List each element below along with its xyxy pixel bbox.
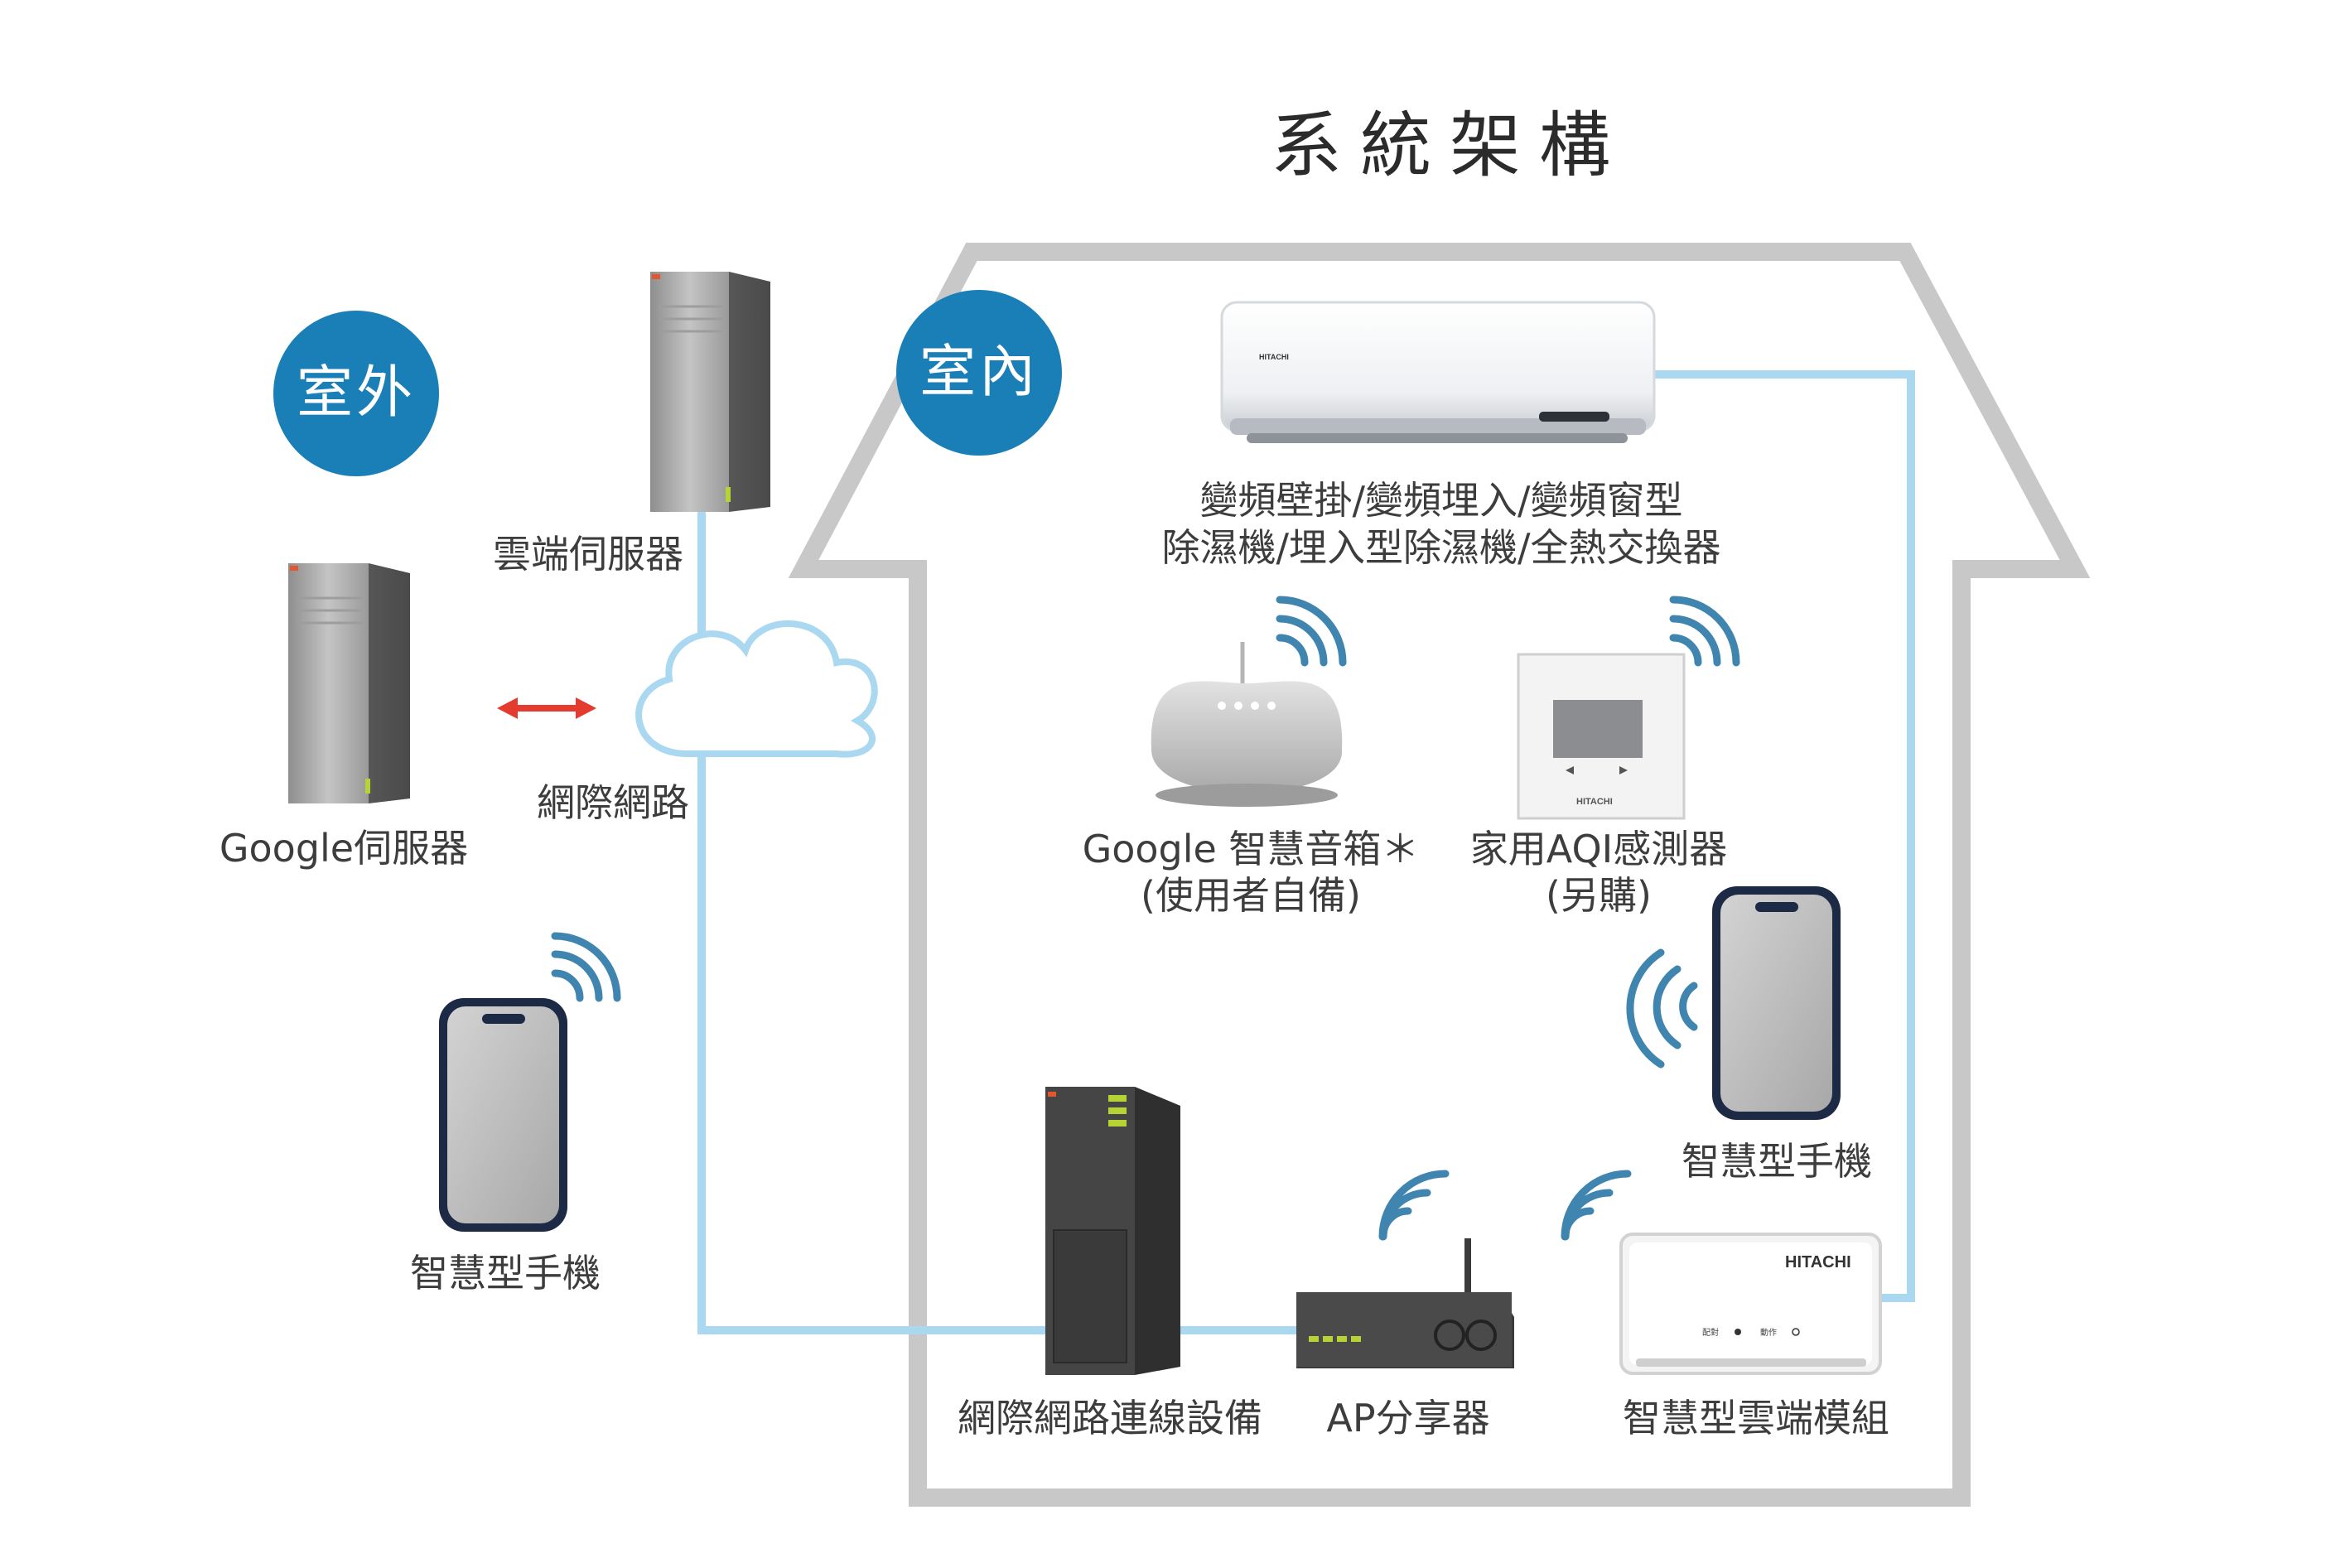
modem-icon (1045, 1087, 1180, 1375)
speaker-label-line-2: (使用者自備) (1141, 873, 1361, 918)
google-server-label: Google伺服器 (219, 826, 469, 871)
bidirectional-arrow-icon (497, 697, 596, 719)
cloud-module-label: 智慧型雲端模組 (1623, 1396, 1889, 1440)
outdoor-zone-badge: 室外 (273, 311, 439, 476)
indoor-phone-label: 智慧型手機 (1682, 1139, 1872, 1184)
aqi-label-line-2: (另購) (1546, 873, 1652, 918)
ac-label-line-2: 除濕機/埋入型除濕機/全熱交換器 (1161, 525, 1721, 570)
internet-label: 網際網路 (537, 780, 689, 825)
router-icon (1296, 1238, 1514, 1368)
outdoor-smartphone-icon (439, 998, 567, 1232)
outdoor-phone-wifi-icon (551, 932, 621, 1002)
outdoor-phone-label: 智慧型手機 (410, 1251, 601, 1295)
air-conditioner-icon: HITACHI (1220, 301, 1656, 443)
module-link-line (1648, 370, 1915, 1302)
house-outline (788, 243, 2091, 1507)
module-action-text: 動作 (1760, 1327, 1777, 1338)
module-wifi-icon (1561, 1170, 1632, 1241)
ac-brand-text: HITACHI (1259, 353, 1289, 361)
module-brand-text: HITACHI (1785, 1253, 1851, 1271)
google-server-icon (288, 563, 410, 803)
modem-label: 網際網路連線設備 (958, 1396, 1262, 1440)
ac-label-line-1: 變頻壁掛/變頻埋入/變頻窗型 (1199, 478, 1683, 523)
indoor-smartphone-icon (1712, 886, 1841, 1120)
router-wifi-icon (1378, 1170, 1450, 1241)
aqi-brand-text: HITACHI (1576, 797, 1613, 807)
cloud-server-icon (650, 272, 770, 512)
aqi-wifi-icon (1669, 596, 1740, 667)
aqi-sensor-icon: HITACHI (1517, 653, 1686, 820)
cloud-module-icon: HITACHI 配對 動作 (1619, 1233, 1882, 1375)
speaker-label-line-1: Google 智慧音箱＊ (1082, 827, 1420, 871)
speaker-wifi-icon (1276, 596, 1347, 667)
cloud-server-label: 雲端伺服器 (493, 532, 683, 577)
internet-cloud-icon (635, 620, 878, 758)
google-speaker-icon (1151, 642, 1343, 807)
router-label: AP分享器 (1326, 1396, 1490, 1440)
indoor-zone-badge: 室內 (896, 290, 1062, 456)
indoor-phone-wifi-icon (1626, 948, 1698, 1069)
module-pair-text: 配對 (1702, 1327, 1719, 1338)
diagram-title: 系統架構 (1271, 104, 1628, 187)
aqi-label-line-1: 家用AQI感測器 (1469, 827, 1728, 871)
